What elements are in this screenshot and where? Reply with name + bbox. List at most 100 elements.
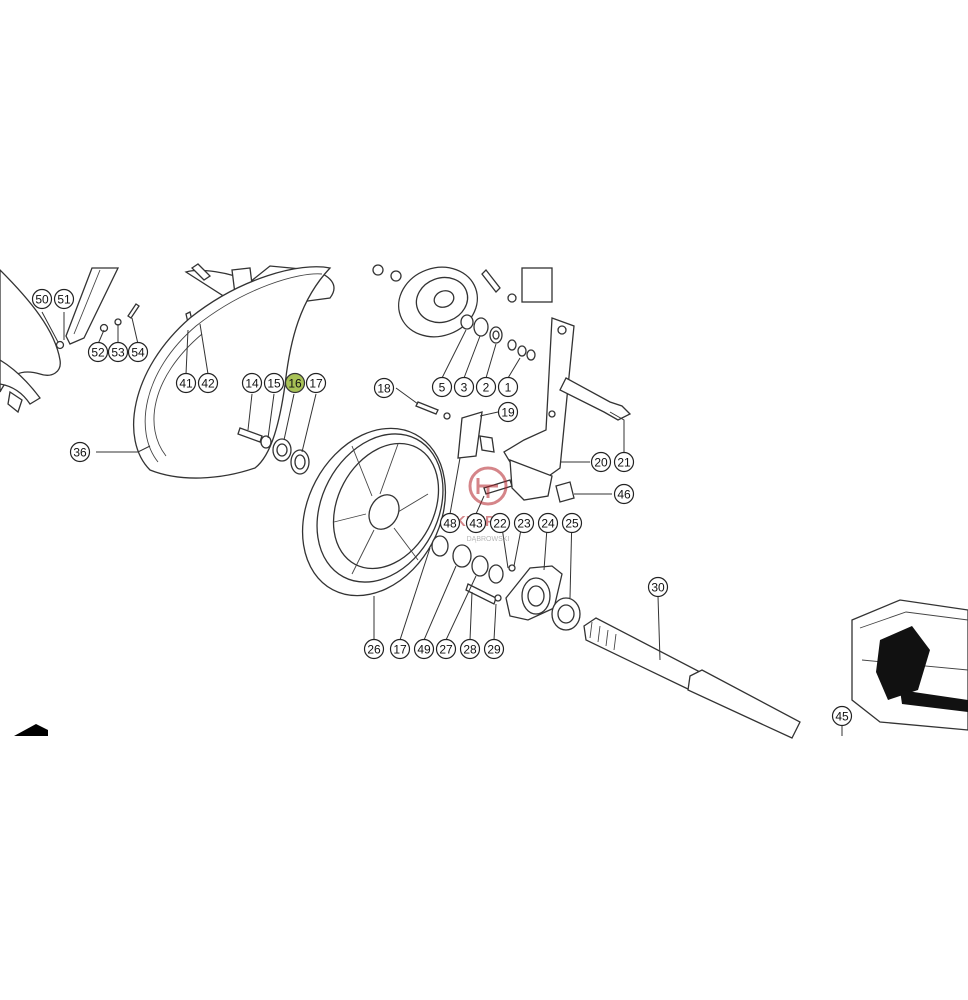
callout-circle bbox=[284, 372, 306, 394]
callout-42: 42 bbox=[197, 372, 219, 394]
callout-label: 20 bbox=[594, 456, 608, 470]
callout-circle bbox=[497, 401, 519, 423]
callout-label: 14 bbox=[245, 377, 259, 391]
callout-23: 23 bbox=[513, 512, 535, 534]
callout-circle bbox=[590, 451, 612, 473]
callout-label: 26 bbox=[367, 643, 381, 657]
callout-30: 30 bbox=[647, 576, 669, 598]
callout-label: 54 bbox=[131, 346, 145, 360]
callout-25: 25 bbox=[561, 512, 583, 534]
callout-circle bbox=[613, 483, 635, 505]
callout-50: 50 bbox=[31, 288, 53, 310]
callout-label: 15 bbox=[267, 377, 281, 391]
callout-circle bbox=[175, 372, 197, 394]
callout-26: 26 bbox=[363, 638, 385, 660]
callout-circle bbox=[497, 376, 519, 398]
callout-label: 50 bbox=[35, 293, 49, 307]
callout-label: 25 bbox=[565, 517, 579, 531]
callout-1: 1 bbox=[497, 376, 519, 398]
callout-15: 15 bbox=[263, 372, 285, 394]
callout-46: 46 bbox=[613, 483, 635, 505]
callout-41: 41 bbox=[175, 372, 197, 394]
callout-circle bbox=[647, 576, 669, 598]
callout-label: 17 bbox=[393, 643, 407, 657]
callout-label: 42 bbox=[201, 377, 215, 391]
callout-14: 14 bbox=[241, 372, 263, 394]
callout-22: 22 bbox=[489, 512, 511, 534]
callout-label: 17 bbox=[309, 377, 323, 391]
callout-16-highlighted: 16 bbox=[284, 372, 306, 394]
callout-21: 21 bbox=[613, 451, 635, 473]
callout-label: 23 bbox=[517, 517, 531, 531]
callout-29: 29 bbox=[483, 638, 505, 660]
callout-circle bbox=[513, 512, 535, 534]
callout-51: 51 bbox=[53, 288, 75, 310]
callout-52: 52 bbox=[87, 341, 109, 363]
callout-circle bbox=[431, 376, 453, 398]
callout-circle bbox=[197, 372, 219, 394]
callout-circle bbox=[435, 638, 457, 660]
callout-label: 45 bbox=[835, 710, 849, 724]
callout-circle bbox=[465, 512, 487, 534]
callout-circle bbox=[413, 638, 435, 660]
callout-49: 49 bbox=[413, 638, 435, 660]
callout-label: 53 bbox=[111, 346, 125, 360]
callout-circle bbox=[389, 638, 411, 660]
callout-circle bbox=[489, 512, 511, 534]
callout-label: 1 bbox=[505, 381, 512, 395]
callout-circle bbox=[263, 372, 285, 394]
callout-3: 3 bbox=[453, 376, 475, 398]
callout-label: 28 bbox=[463, 643, 477, 657]
callout-5: 5 bbox=[431, 376, 453, 398]
callout-24: 24 bbox=[537, 512, 559, 534]
callout-circle bbox=[241, 372, 263, 394]
callout-19: 19 bbox=[497, 401, 519, 423]
callout-54: 54 bbox=[127, 341, 149, 363]
callout-43: 43 bbox=[465, 512, 487, 534]
callout-circle bbox=[483, 638, 505, 660]
callout-circle bbox=[831, 705, 853, 727]
parts-illustration bbox=[0, 263, 968, 739]
callout-label: 3 bbox=[461, 381, 468, 395]
callout-label: 46 bbox=[617, 488, 631, 502]
callout-circle bbox=[31, 288, 53, 310]
callout-label: 27 bbox=[439, 643, 453, 657]
callout-28: 28 bbox=[459, 638, 481, 660]
callout-label: 51 bbox=[57, 293, 71, 307]
callout-circle bbox=[107, 341, 129, 363]
callout-circle bbox=[87, 341, 109, 363]
callout-label: 43 bbox=[469, 517, 483, 531]
callout-circle bbox=[459, 638, 481, 660]
callout-circle bbox=[613, 451, 635, 473]
callout-circle bbox=[363, 638, 385, 660]
callout-circle bbox=[475, 376, 497, 398]
callout-17: 17 bbox=[305, 372, 327, 394]
watermark-subtitle: DĄBROWSKI bbox=[467, 536, 510, 543]
callout-circle bbox=[53, 288, 75, 310]
callout-label: 48 bbox=[443, 517, 457, 531]
callout-circle bbox=[537, 512, 559, 534]
callout-label: 22 bbox=[493, 517, 507, 531]
callout-36: 36 bbox=[69, 441, 91, 463]
callout-label: 36 bbox=[73, 446, 87, 460]
callout-48: 48 bbox=[439, 512, 461, 534]
callout-27: 27 bbox=[435, 638, 457, 660]
callout-17: 17 bbox=[389, 638, 411, 660]
callout-label: 49 bbox=[417, 643, 431, 657]
callout-label: 18 bbox=[377, 382, 391, 396]
callout-20: 20 bbox=[590, 451, 612, 473]
callout-circle bbox=[439, 512, 461, 534]
callout-18: 18 bbox=[373, 377, 395, 399]
callout-label: 2 bbox=[483, 381, 490, 395]
callout-label: 52 bbox=[91, 346, 105, 360]
callout-label: 41 bbox=[179, 377, 193, 391]
callout-circle bbox=[561, 512, 583, 534]
callout-circle bbox=[305, 372, 327, 394]
callout-circle bbox=[127, 341, 149, 363]
callout-53: 53 bbox=[107, 341, 129, 363]
callout-label: 21 bbox=[617, 456, 631, 470]
callout-label: 29 bbox=[487, 643, 501, 657]
callout-circle bbox=[69, 441, 91, 463]
